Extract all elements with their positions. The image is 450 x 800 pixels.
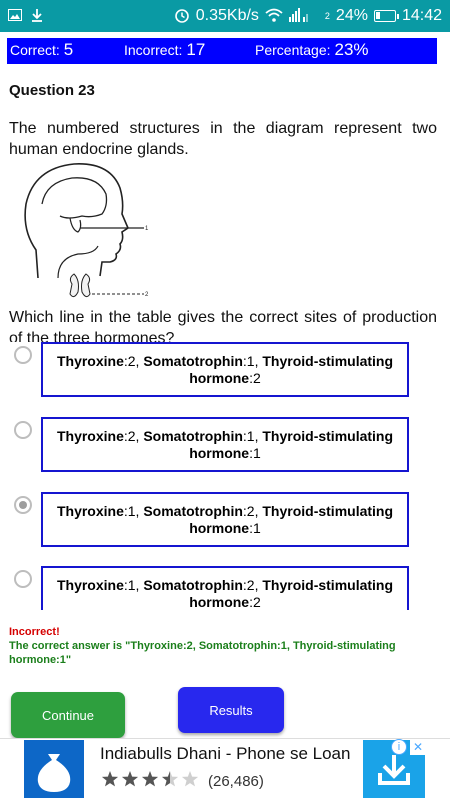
option-4-site-2: :2, <box>242 576 263 593</box>
option-4-hormone-1: Thyroxine <box>56 576 124 593</box>
option-2-hormone-1: Thyroxine <box>56 427 124 444</box>
option-3-hormone-3: Thyroid-stimulating hormone <box>189 502 394 536</box>
status-bar: 0.35Kb/s 2 24% 14:42 <box>0 0 450 32</box>
download-arrow-icon <box>378 755 410 785</box>
option-box-1[interactable]: Thyroxine:2, Somatotrophin:1, Thyroid-st… <box>41 342 409 397</box>
option-3-site-3: :1 <box>249 519 261 536</box>
option-2-site-3: :1 <box>249 444 261 461</box>
signal-icon <box>288 8 319 24</box>
score-percentage: Percentage: 23% <box>255 40 369 60</box>
question-number: Question 23 <box>9 82 95 99</box>
rating-star <box>101 771 119 787</box>
endocrine-diagram: 1 2 <box>24 163 149 298</box>
option-text-4: Thyroxine:1, Somatotrophin:2, Thyroid-st… <box>51 577 399 611</box>
option-1-site-3: :2 <box>249 369 261 386</box>
option-3-hormone-1: Thyroxine <box>56 502 124 519</box>
option-1-hormone-1: Thyroxine <box>56 352 124 369</box>
question-text: The numbered structures in the diagram r… <box>9 120 437 158</box>
image-icon <box>8 9 22 23</box>
battery-percent: 24% <box>335 7 368 24</box>
answer-option-2[interactable]: Thyroxine:2, Somatotrophin:1, Thyroid-st… <box>0 415 450 475</box>
download-icon <box>30 8 44 24</box>
option-1-site-2: :1, <box>242 352 263 369</box>
ad-info-icon[interactable]: i <box>391 739 407 755</box>
correct-label: Correct: <box>10 42 60 58</box>
option-text-2: Thyroxine:2, Somatotrophin:1, Thyroid-st… <box>51 428 399 462</box>
option-1-hormone-3: Thyroid-stimulating hormone <box>189 352 394 386</box>
option-box-3[interactable]: Thyroxine:1, Somatotrophin:2, Thyroid-st… <box>41 492 409 547</box>
answer-feedback: Incorrect! The correct answer is "Thyrox… <box>9 625 439 667</box>
radio-button-3[interactable] <box>14 496 32 514</box>
option-box-2[interactable]: Thyroxine:2, Somatotrophin:1, Thyroid-st… <box>41 417 409 472</box>
score-correct: Correct: 5 <box>10 40 73 60</box>
option-box-4[interactable]: Thyroxine:1, Somatotrophin:2, Thyroid-st… <box>41 566 409 610</box>
diagram-label-1: 1 <box>145 226 149 232</box>
ad-rating: (26,486) <box>100 770 264 793</box>
incorrect-count: 17 <box>186 40 206 59</box>
option-3-hormone-2: Somatotrophin <box>143 502 243 519</box>
answer-option-3[interactable]: Thyroxine:1, Somatotrophin:2, Thyroid-st… <box>0 490 450 550</box>
clock: 14:42 <box>401 7 442 24</box>
option-4-site-1: :1, <box>123 576 144 593</box>
option-2-hormone-3: Thyroid-stimulating hormone <box>189 427 394 461</box>
percentage-label: Percentage: <box>255 42 331 58</box>
percentage-value: 23% <box>334 40 369 59</box>
continue-button[interactable]: Continue <box>11 692 125 738</box>
option-2-site-1: :2, <box>123 427 144 444</box>
ad-title[interactable]: Indiabulls Dhani - Phone se Loan <box>100 744 351 763</box>
option-4-hormone-3: Thyroid-stimulating hormone <box>189 576 394 610</box>
radio-button-1[interactable] <box>14 346 32 364</box>
option-1-hormone-2: Somatotrophin <box>143 352 243 369</box>
alarm-icon <box>174 7 190 25</box>
ad-app-icon[interactable] <box>24 740 84 798</box>
ad-close-icon[interactable]: ✕ <box>410 739 426 755</box>
rating-star <box>141 771 159 787</box>
network-speed: 0.35Kb/s <box>195 7 259 24</box>
incorrect-label: Incorrect: <box>124 42 183 58</box>
results-button[interactable]: Results <box>178 687 284 733</box>
rating-star <box>161 771 179 787</box>
sim-indicator: 2 <box>324 11 330 21</box>
answer-option-4[interactable]: Thyroxine:1, Somatotrophin:2, Thyroid-st… <box>0 564 450 610</box>
option-3-site-1: :1, <box>123 502 144 519</box>
question-prompt: Which line in the table gives the correc… <box>9 309 437 342</box>
rating-star <box>121 771 139 787</box>
option-2-site-2: :1, <box>242 427 263 444</box>
rating-count: (26,486) <box>208 773 264 790</box>
feedback-correct-answer: The correct answer is "Thyroxine:2, Soma… <box>9 640 396 666</box>
money-bag-icon <box>37 754 71 792</box>
option-text-1: Thyroxine:2, Somatotrophin:1, Thyroid-st… <box>51 353 399 387</box>
option-4-hormone-2: Somatotrophin <box>143 576 243 593</box>
correct-count: 5 <box>63 40 74 59</box>
radio-button-4[interactable] <box>14 570 32 588</box>
battery-icon <box>373 10 399 22</box>
radio-button-2[interactable] <box>14 421 32 439</box>
option-3-site-2: :2, <box>242 502 263 519</box>
option-2-hormone-2: Somatotrophin <box>143 427 243 444</box>
answer-option-1[interactable]: Thyroxine:2, Somatotrophin:1, Thyroid-st… <box>0 340 450 400</box>
wifi-icon <box>265 8 283 24</box>
rating-star <box>181 771 199 787</box>
diagram-label-2: 2 <box>145 292 149 298</box>
score-incorrect: Incorrect: 17 <box>124 40 205 60</box>
rating-stars-icon <box>100 770 204 793</box>
option-1-site-1: :2, <box>123 352 144 369</box>
feedback-result: Incorrect! <box>9 626 60 638</box>
score-bar: Correct: 5 Incorrect: 17 Percentage: 23% <box>7 38 437 64</box>
option-4-site-3: :2 <box>249 593 261 610</box>
option-text-3: Thyroxine:1, Somatotrophin:2, Thyroid-st… <box>51 503 399 537</box>
